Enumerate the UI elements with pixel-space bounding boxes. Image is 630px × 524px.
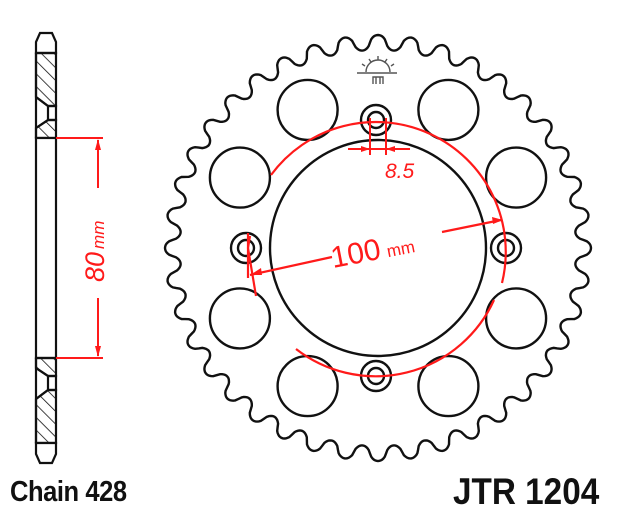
hub-bore-value: 80mm — [80, 221, 110, 282]
lightening-hole — [484, 146, 548, 209]
part-number-label: JTR 1204 — [453, 471, 600, 512]
lightening-hole — [484, 287, 548, 350]
lightening-hole — [208, 146, 272, 209]
chain-size-label: Chain 428 — [10, 476, 127, 508]
lightening-hole — [417, 354, 480, 418]
hub-bore-dimension — [56, 137, 103, 359]
center-bore — [268, 138, 488, 358]
bolt-hole-dimension — [348, 118, 410, 155]
bolt-hole-value: 8.5 — [385, 160, 415, 183]
lightening-hole — [276, 354, 339, 418]
lightening-hole — [417, 78, 480, 142]
sunrise-logo-icon — [357, 56, 397, 84]
lightening-hole — [208, 287, 272, 350]
sprocket-teeth — [163, 33, 593, 463]
pcd-dimension — [246, 217, 503, 278]
pcd-value: 100mm — [328, 226, 417, 274]
side-profile-view — [34, 31, 58, 465]
sprocket-front-view — [163, 33, 593, 463]
